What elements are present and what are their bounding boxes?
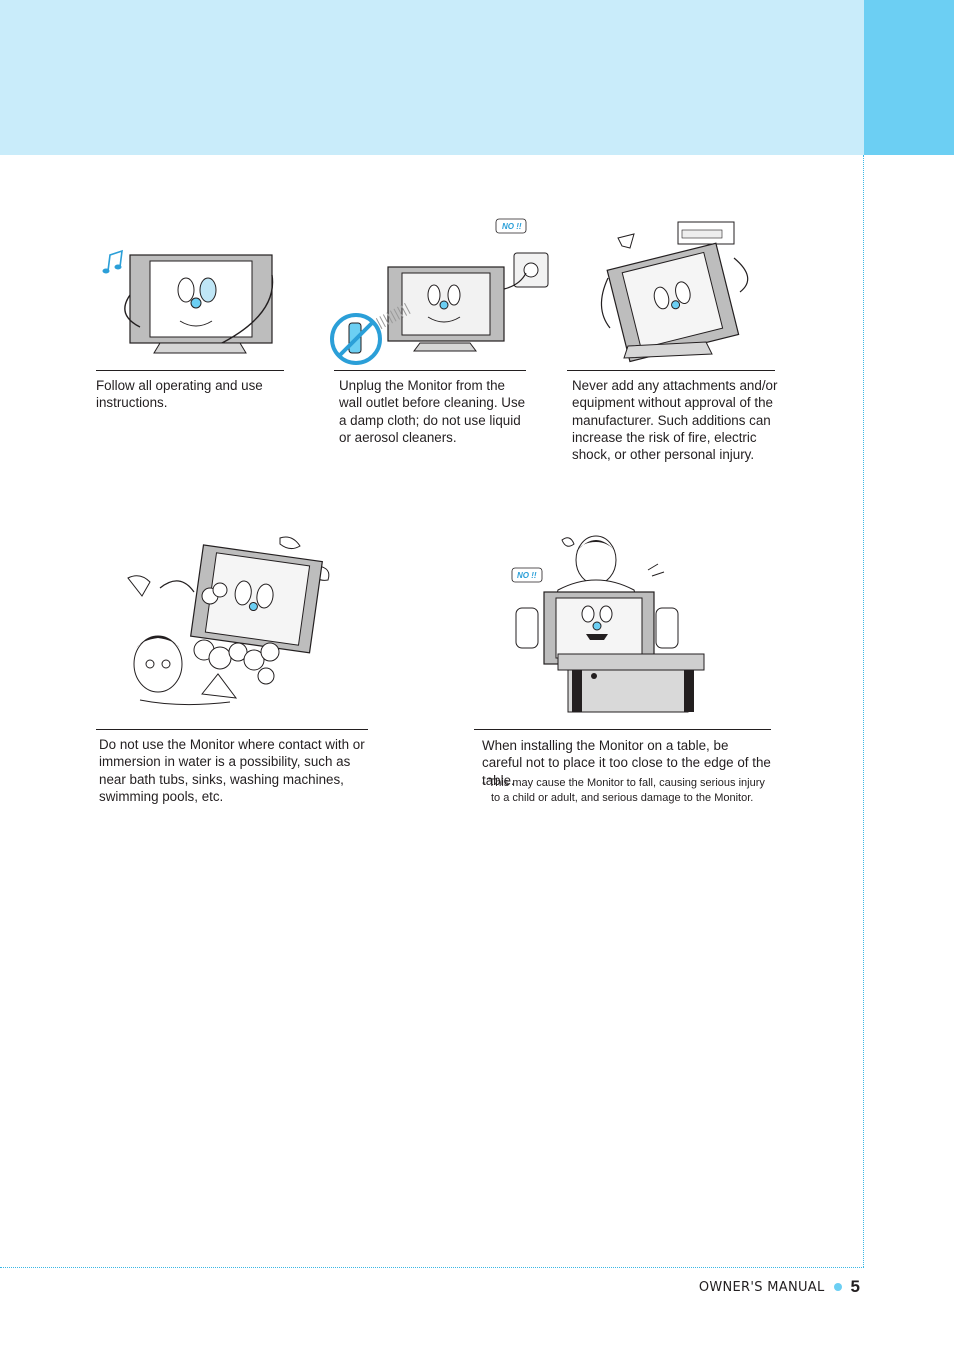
divider-rule [334, 370, 526, 371]
footer-label: OWNER'S MANUAL [698, 1279, 825, 1295]
illustration-follow-instructions [100, 245, 280, 360]
music-note-icon [102, 249, 123, 274]
caption-water-hazard: Do not use the Monitor where contact wit… [99, 737, 365, 804]
header-tab [864, 0, 954, 155]
page-number: 5 [850, 1277, 860, 1296]
bottom-dotted-border [0, 1267, 864, 1268]
caption-follow-instructions: Follow all operating and use instruction… [96, 378, 263, 411]
header-band [0, 0, 864, 155]
footer-bullet-icon [833, 1283, 842, 1291]
illustration-unplug-before-cleaning: NO !! [330, 215, 562, 365]
no-warning-label: NO !! [517, 571, 537, 580]
no-warning-label: NO !! [502, 222, 522, 231]
page-footer: OWNER'S MANUAL 5 [699, 1276, 860, 1298]
note-table-edge: - This may cause the Monitor to fall, ca… [482, 777, 765, 804]
illustration-no-attachments [588, 218, 758, 363]
illustration-water-hazard [120, 532, 332, 712]
caption-unplug-before-cleaning: Unplug the Monitor from the wall outlet … [339, 378, 526, 445]
divider-rule [474, 729, 771, 730]
divider-rule [567, 370, 775, 371]
divider-rule [96, 370, 284, 371]
right-dotted-border [863, 155, 864, 1267]
divider-rule [96, 729, 368, 730]
caption-table-edge: When installing the Monitor on a table, … [482, 738, 771, 788]
caption-no-attachments: Never add any attachments and/or equipme… [572, 378, 778, 463]
illustration-table-edge: NO !! [508, 530, 708, 715]
